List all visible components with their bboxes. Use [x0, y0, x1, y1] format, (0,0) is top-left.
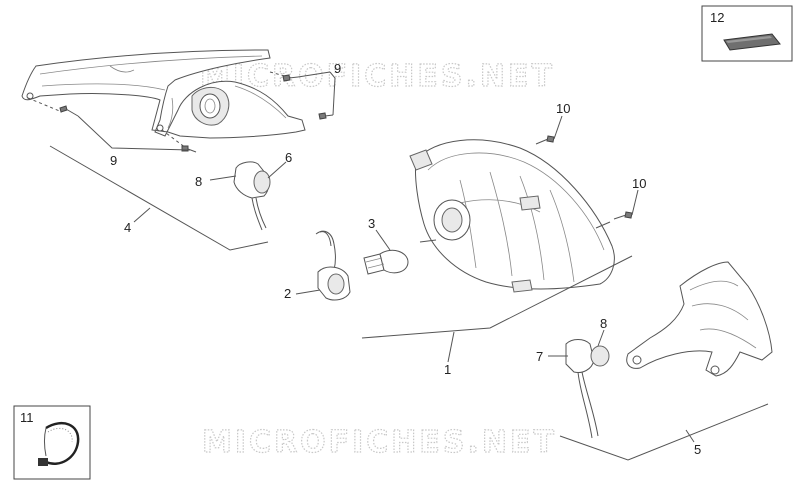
callout-10-right: 10: [632, 176, 646, 191]
headlight-lens-part: [409, 139, 615, 293]
bolt-icon: [181, 145, 197, 153]
bolt-icon: [282, 74, 299, 82]
callout-3: 3: [368, 216, 375, 231]
callout-2: 2: [284, 286, 291, 301]
fairing-cover-part: [21, 49, 306, 139]
callout-8-upper: 8: [195, 174, 202, 189]
part-12-box: [701, 5, 793, 62]
watermark-bottom: MICROFICHES.NET: [202, 425, 557, 460]
callout-11: 11: [20, 410, 34, 425]
adhesive-pad-icon: [723, 33, 781, 51]
callout-4: 4: [124, 220, 131, 235]
callout-7: 7: [536, 349, 543, 364]
bolt-icon: [59, 105, 79, 117]
bulb-icon: [363, 249, 409, 275]
callout-9-top: 9: [334, 61, 341, 76]
callout-1: 1: [444, 362, 451, 377]
callout-8-lower: 8: [600, 316, 607, 331]
bolt-icon: [318, 112, 334, 120]
socket-icon: [565, 339, 610, 439]
indicator-bracket-part: [626, 261, 773, 377]
cable-clamp-icon: [38, 422, 80, 466]
bolt-icon: [613, 211, 633, 220]
callout-9-left: 9: [110, 153, 117, 168]
callout-6: 6: [285, 150, 292, 165]
bolt-icon: [535, 135, 555, 145]
callout-5: 5: [694, 442, 701, 457]
callout-12: 12: [710, 10, 724, 25]
watermark-top: MICROFICHES.NET: [200, 59, 555, 94]
callout-10-top: 10: [556, 101, 570, 116]
socket-icon: [233, 161, 271, 231]
socket-icon: [315, 230, 351, 301]
